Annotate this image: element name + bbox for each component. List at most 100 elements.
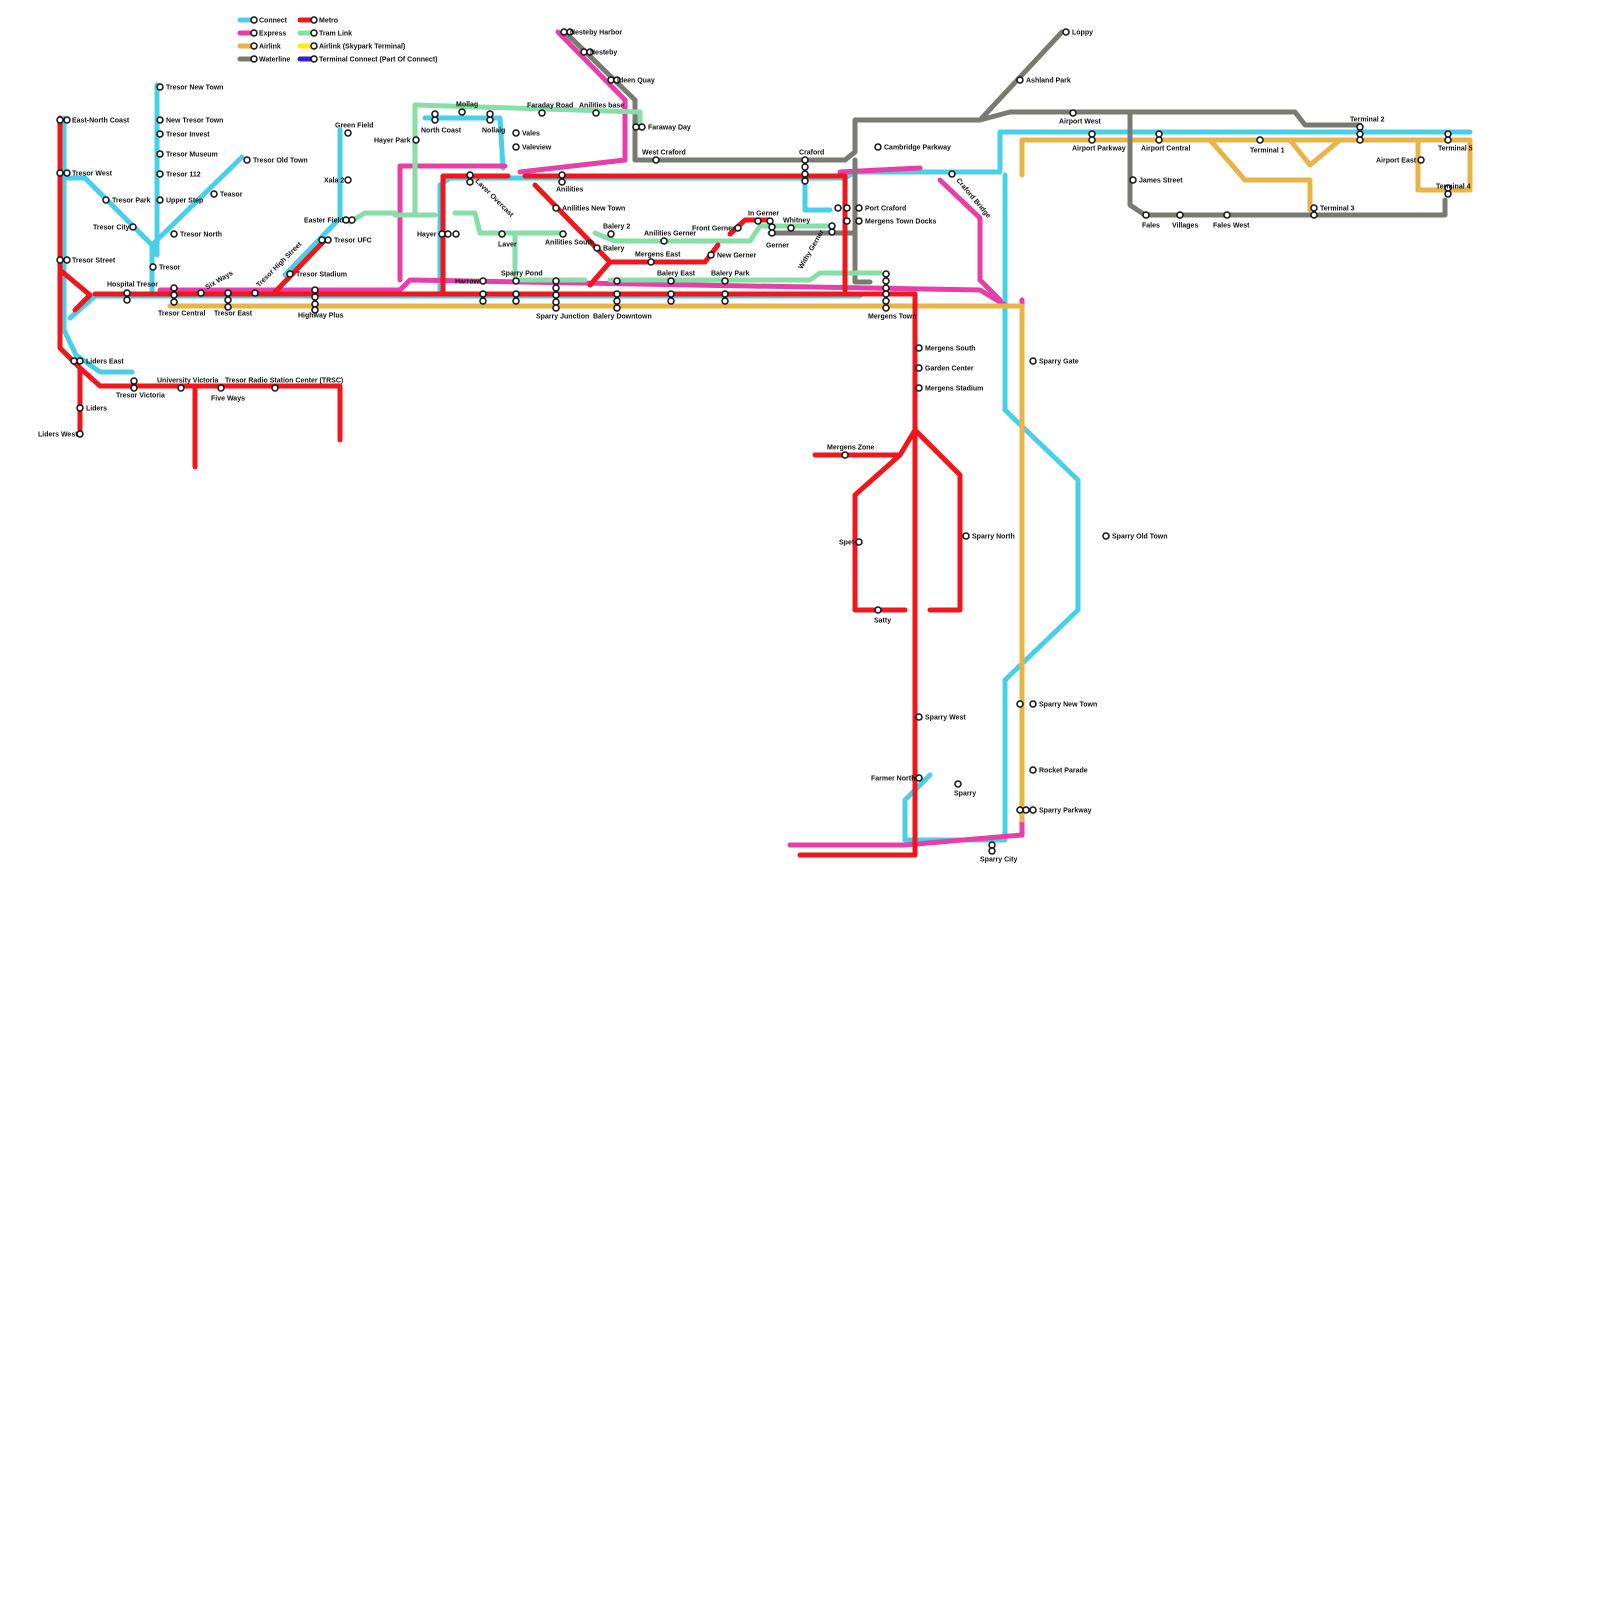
station-marker[interactable]	[915, 774, 923, 782]
station[interactable]: Garden Center	[915, 364, 974, 373]
station[interactable]: Highway Plus	[298, 286, 344, 320]
station-marker[interactable]	[768, 223, 776, 231]
station-marker[interactable]	[512, 129, 520, 137]
station-marker[interactable]	[855, 538, 863, 546]
station-marker[interactable]	[552, 284, 560, 292]
station[interactable]: Mergens East	[635, 252, 681, 266]
station[interactable]: Withy Gerner	[798, 222, 836, 271]
station-marker[interactable]	[613, 277, 621, 285]
station-marker[interactable]	[1223, 211, 1231, 219]
station[interactable]: Loppy	[1062, 28, 1093, 37]
station[interactable]: Hospital Tresor	[107, 282, 158, 304]
station[interactable]: Sparry Gate	[1029, 357, 1079, 366]
station-marker[interactable]	[948, 170, 956, 178]
station[interactable]: Tresor UFC	[318, 236, 372, 245]
station-marker[interactable]	[667, 277, 675, 285]
station[interactable]: Tresor Invest	[156, 130, 210, 139]
station-marker[interactable]	[954, 780, 962, 788]
station[interactable]: Balery	[593, 244, 625, 253]
station[interactable]: Ideen Quay	[607, 76, 655, 85]
station[interactable]: Tresor New Town	[156, 83, 223, 92]
station-marker[interactable]	[271, 384, 279, 392]
station-marker[interactable]	[843, 217, 851, 225]
station-marker[interactable]	[1256, 136, 1264, 144]
station-marker[interactable]	[224, 303, 232, 311]
station[interactable]: Terminal 3	[1310, 204, 1355, 219]
station-marker[interactable]	[613, 297, 621, 305]
station-marker[interactable]	[1417, 156, 1425, 164]
station[interactable]: Hayer	[417, 230, 460, 239]
station-marker[interactable]	[324, 236, 332, 244]
station-marker[interactable]	[156, 196, 164, 204]
station[interactable]: Nesteby	[580, 48, 617, 57]
station-marker[interactable]	[667, 297, 675, 305]
station-marker[interactable]	[512, 277, 520, 285]
station[interactable]: Anilities base	[579, 103, 624, 117]
station-marker[interactable]	[344, 176, 352, 184]
station[interactable]: East-North Coast	[56, 116, 130, 125]
station-marker[interactable]	[224, 296, 232, 304]
station-marker[interactable]	[1029, 700, 1037, 708]
station[interactable]: Tresor Stadium	[286, 270, 347, 279]
station-marker[interactable]	[76, 357, 84, 365]
station[interactable]: Sparry New Town	[1016, 700, 1097, 709]
station-marker[interactable]	[988, 841, 996, 849]
station-marker[interactable]	[834, 204, 842, 212]
station[interactable]: Sparry West	[915, 713, 966, 722]
station-marker[interactable]	[882, 297, 890, 305]
station-marker[interactable]	[874, 143, 882, 151]
station[interactable]: Anilities	[556, 171, 583, 194]
station-marker[interactable]	[841, 451, 849, 459]
station-marker[interactable]	[828, 222, 836, 230]
station-marker[interactable]	[988, 847, 996, 855]
station[interactable]: Villages	[1172, 211, 1198, 230]
station[interactable]: Tresor East	[214, 289, 253, 318]
station-marker[interactable]	[915, 364, 923, 372]
station-marker[interactable]	[156, 130, 164, 138]
station[interactable]: Terminal 4	[1436, 184, 1471, 198]
station[interactable]: New Tresor Town	[156, 116, 223, 125]
station[interactable]: Upper Step	[156, 196, 203, 205]
station-marker[interactable]	[828, 228, 836, 236]
station-marker[interactable]	[882, 290, 890, 298]
station-marker[interactable]	[1088, 130, 1096, 138]
station-marker[interactable]	[170, 298, 178, 306]
station[interactable]: Tresor Central	[158, 284, 206, 318]
station-marker[interactable]	[63, 256, 71, 264]
station[interactable]: Sparry North	[962, 532, 1015, 541]
station[interactable]: Farmer North	[871, 774, 923, 783]
station[interactable]: Liders West	[38, 430, 84, 439]
station-marker[interactable]	[754, 217, 762, 225]
station[interactable]: Harrow	[455, 277, 487, 305]
station-marker[interactable]	[558, 171, 566, 179]
station-marker[interactable]	[801, 177, 809, 185]
station-marker[interactable]	[56, 169, 64, 177]
station[interactable]: Faraday Road	[527, 103, 573, 117]
station-marker[interactable]	[1129, 176, 1137, 184]
station[interactable]: Satty	[874, 606, 891, 625]
station[interactable]: Five Ways	[211, 384, 245, 403]
station-marker[interactable]	[486, 110, 494, 118]
station-marker[interactable]	[768, 229, 776, 237]
station-marker[interactable]	[882, 304, 890, 312]
station[interactable]: Laver	[498, 230, 517, 249]
station-marker[interactable]	[1155, 136, 1163, 144]
station-marker[interactable]	[56, 256, 64, 264]
station-marker[interactable]	[1310, 204, 1318, 212]
station-marker[interactable]	[855, 217, 863, 225]
station-marker[interactable]	[486, 116, 494, 124]
station-marker[interactable]	[56, 116, 64, 124]
station[interactable]: Rocket Parade	[1029, 766, 1088, 775]
station-marker[interactable]	[123, 289, 131, 297]
station[interactable]: Whitney	[783, 218, 810, 232]
station[interactable]: Tresor North	[170, 230, 222, 239]
station-marker[interactable]	[170, 230, 178, 238]
station[interactable]: Liders East	[70, 357, 124, 366]
station-marker[interactable]	[787, 224, 795, 232]
station[interactable]: Front Gerner	[692, 224, 742, 233]
station-marker[interactable]	[1356, 136, 1364, 144]
station-marker[interactable]	[63, 169, 71, 177]
station-marker[interactable]	[1102, 532, 1110, 540]
station-marker[interactable]	[479, 297, 487, 305]
station[interactable]: Sparry	[954, 780, 976, 798]
